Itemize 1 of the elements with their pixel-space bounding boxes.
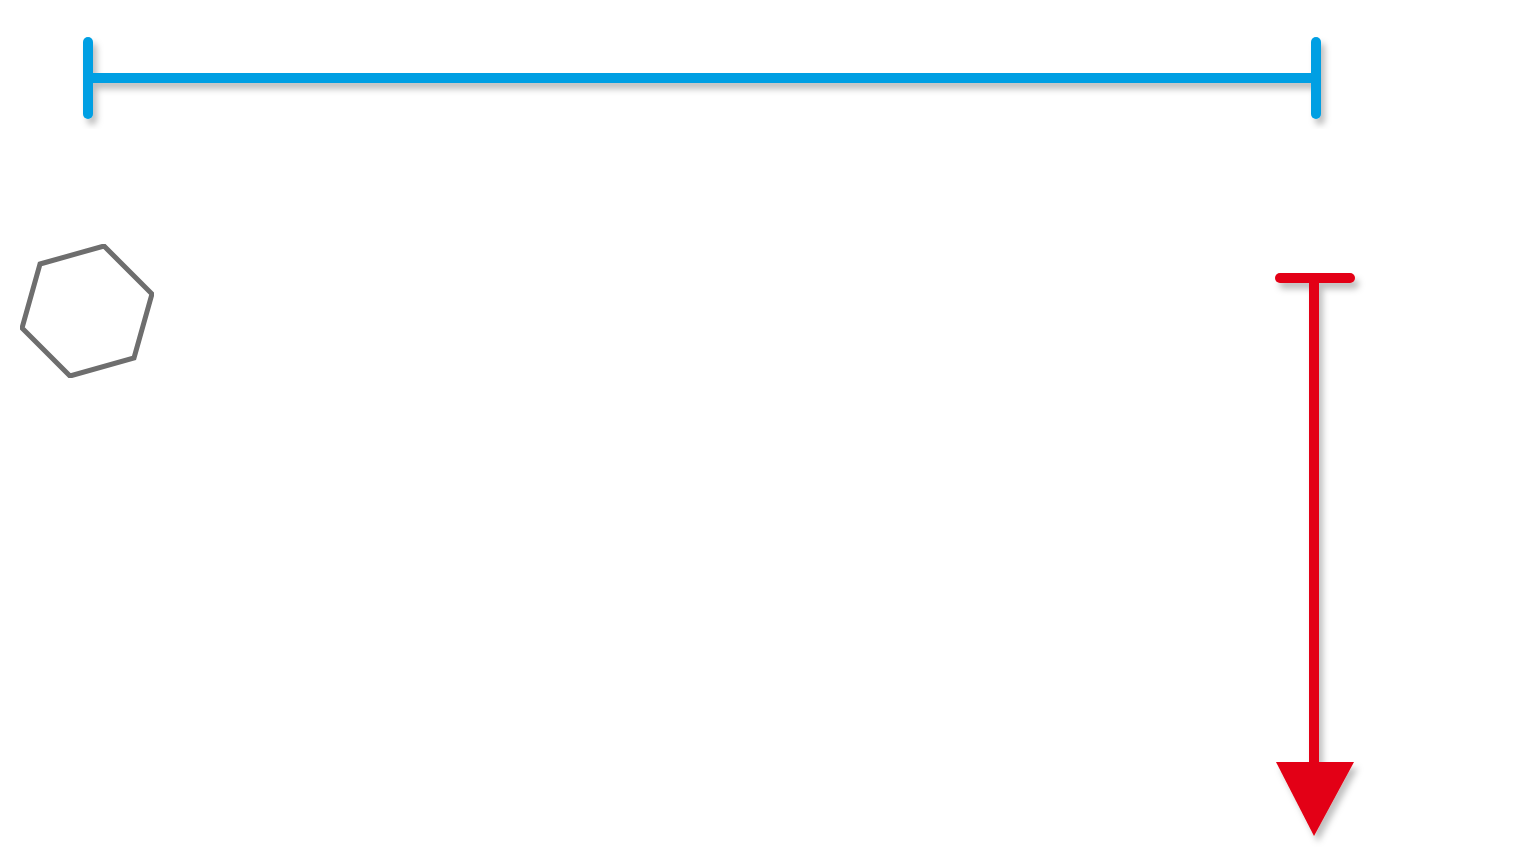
hexagon-shape [20,244,154,378]
